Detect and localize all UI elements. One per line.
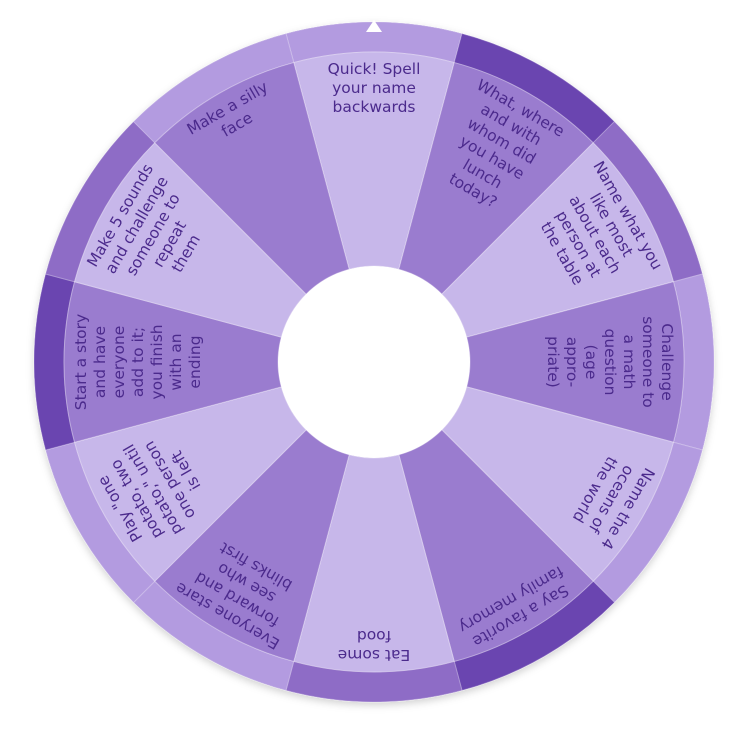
segment-label-line: question [601, 329, 619, 396]
segment-label-line: food [357, 627, 391, 645]
segment-label-line: backwards [332, 98, 415, 116]
segment-label-line: ending [186, 335, 204, 388]
segment-label-line: you finish [148, 324, 166, 399]
triangle-up-icon [366, 20, 382, 32]
segment-label-line: someone to [639, 316, 657, 408]
segment-label-line: Start a story [72, 314, 90, 410]
segment-label-line: priate) [544, 336, 562, 388]
segment-label-line: and have [91, 326, 109, 398]
segment-label-line: with an [167, 333, 185, 390]
segment-label-line: everyone [110, 326, 128, 399]
segment-label-line: Quick! Spell [328, 60, 421, 78]
segment-label-line: your name [332, 79, 416, 97]
segment-label-line: (age [582, 345, 600, 380]
segment-label-line: appro- [563, 337, 581, 388]
segment-label-line: add to it; [129, 327, 147, 397]
segment-label-line: a math [620, 335, 638, 390]
center-hole [278, 266, 470, 458]
segment-label-line: Challenge [658, 323, 676, 401]
segment-label-line: Eat some [338, 646, 411, 664]
